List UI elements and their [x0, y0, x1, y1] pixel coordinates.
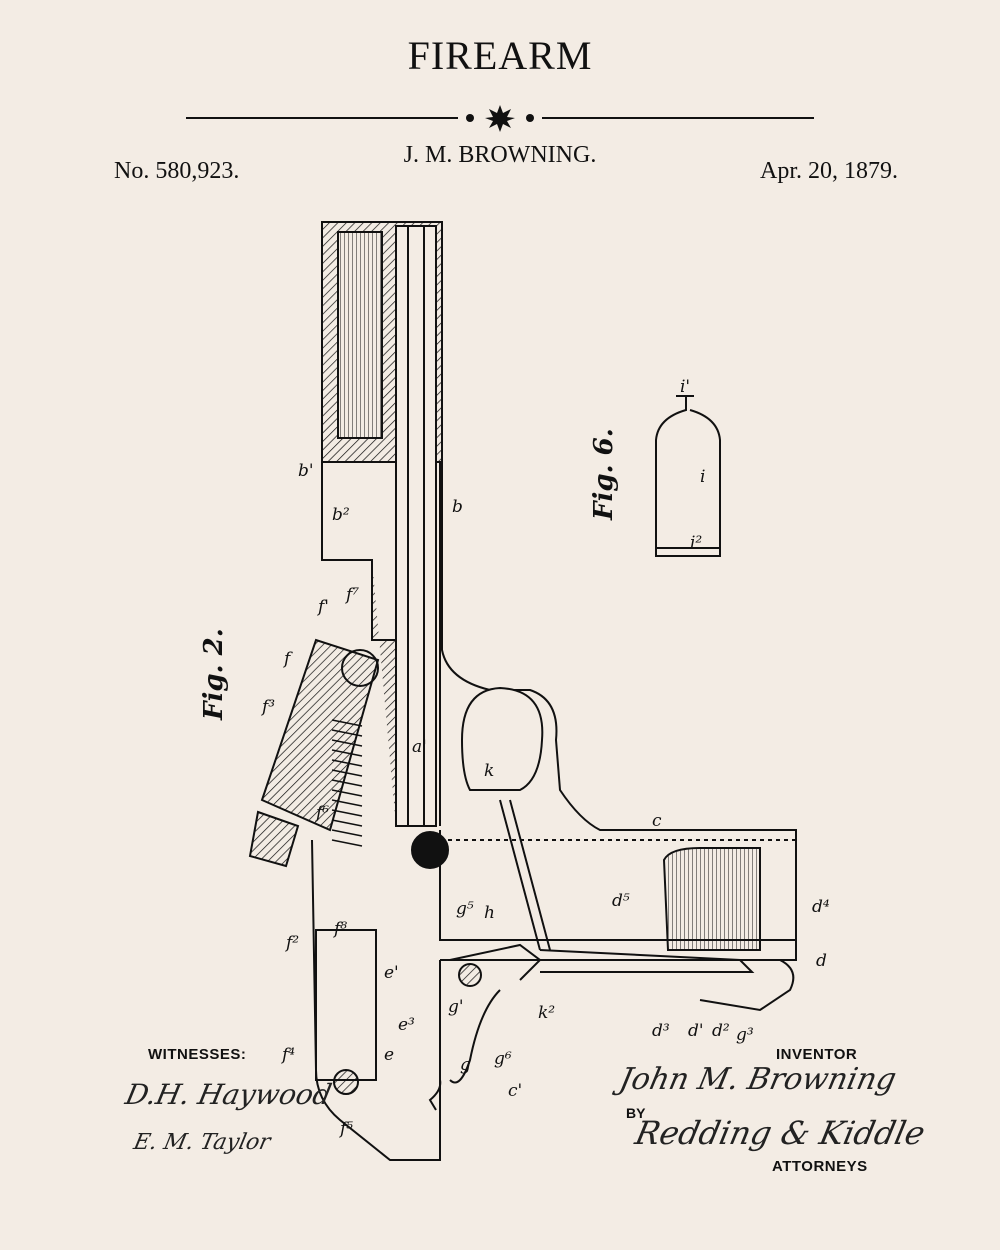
part-label: b': [298, 461, 314, 481]
ornamental-divider: [186, 105, 814, 132]
witnesses-label: WITNESSES:: [148, 1046, 247, 1063]
part-label: e: [384, 1045, 394, 1065]
part-label: d⁵: [612, 891, 630, 911]
patent-date: Apr. 20, 1879.: [760, 158, 898, 184]
part-label: g': [448, 997, 464, 1017]
part-label: e': [384, 963, 399, 983]
part-label: e³: [398, 1015, 415, 1035]
witness-signature: D.H. Haywood: [122, 1078, 335, 1111]
part-label: g: [460, 1055, 471, 1075]
part-label: b: [452, 497, 463, 517]
attorneys-label: ATTORNEYS: [772, 1158, 868, 1175]
part-label: c: [652, 811, 662, 831]
pistol-body: [248, 221, 797, 1161]
patent-number: No. 580,923.: [114, 158, 240, 184]
part-label: g³: [736, 1025, 754, 1045]
part-label: f⁵: [338, 1119, 353, 1139]
part-label: f⁴: [280, 1045, 295, 1065]
inventor-label: INVENTOR: [776, 1046, 858, 1063]
part-label: d': [688, 1021, 704, 1041]
part-label: f⁷: [344, 585, 359, 605]
part-label: d: [816, 951, 827, 971]
part-label: a': [412, 737, 427, 757]
fig6-label: Fig. 6.: [589, 428, 619, 521]
part-labels: b' b² b f' f⁷ f f³ a' f⁶ f⁸ f² e' e e³ f…: [260, 377, 830, 1139]
part-label: d²: [712, 1021, 730, 1041]
part-label: k: [484, 761, 494, 781]
part-label: g⁵: [456, 899, 474, 919]
page-title: FIREARM: [407, 33, 593, 78]
patent-drawing: Fig. 6. Fig. 2. b' b² b f' f⁷ f f³ a' f⁶…: [199, 221, 830, 1161]
part-label: f⁸: [332, 919, 347, 939]
part-label: f³: [260, 697, 275, 717]
part-label: g⁶: [494, 1049, 512, 1069]
part-label: i²: [690, 533, 702, 553]
by-label: BY: [626, 1105, 646, 1121]
fig2-label: Fig. 2.: [199, 628, 229, 721]
attorney-signature: Redding & Kiddle: [631, 1114, 929, 1152]
part-label: i': [680, 377, 690, 397]
part-label: f': [316, 597, 329, 617]
part-label: f²: [284, 933, 299, 953]
part-label: d⁴: [812, 897, 830, 917]
part-label: h: [484, 903, 495, 923]
part-label: f: [282, 649, 293, 669]
part-label: b²: [332, 505, 350, 525]
part-label: k²: [538, 1003, 555, 1023]
part-label: i: [700, 467, 705, 487]
inventor-name: J. M. BROWNING.: [403, 142, 597, 168]
part-label: d³: [652, 1021, 670, 1041]
part-label: c': [508, 1081, 522, 1101]
witness-signature: E. M. Taylor: [131, 1130, 273, 1155]
inventor-signature: John M. Browning: [616, 1062, 900, 1097]
part-label: f⁶: [314, 803, 329, 823]
cartridge-figure: [655, 395, 721, 557]
